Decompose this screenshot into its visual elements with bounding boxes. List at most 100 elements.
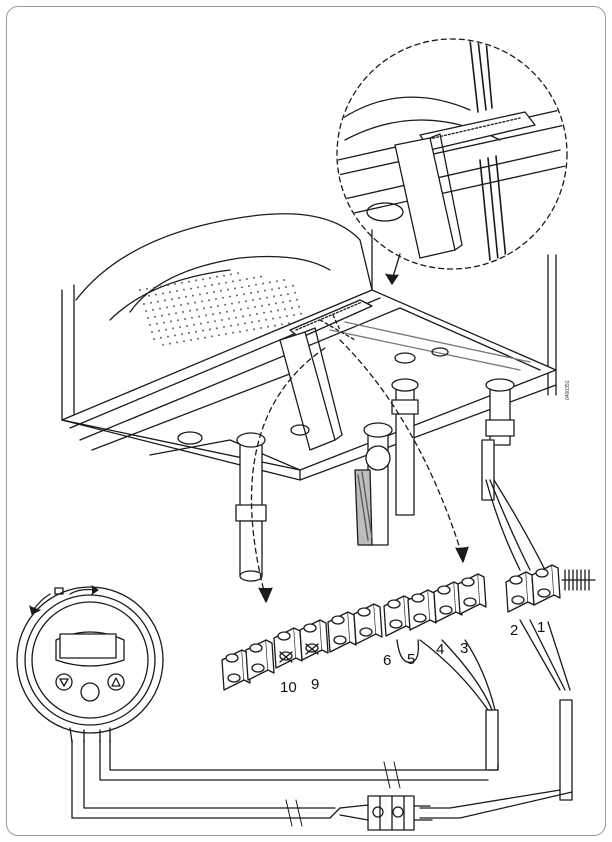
perforation-dot [197, 286, 199, 289]
connector-blank-c[interactable] [327, 611, 357, 653]
detail-zoom-circle [336, 38, 568, 270]
perforation-dot [214, 320, 216, 323]
perforation-dot [210, 306, 212, 309]
perforation-dot [152, 308, 154, 311]
perforation-dot [150, 301, 152, 304]
perforation-dot [245, 300, 247, 303]
perforation-dot [141, 296, 143, 298]
perforation-dot [230, 324, 232, 327]
perforation-dot [207, 321, 209, 324]
perforation-dot [162, 343, 164, 346]
figure-code: 0400351 [565, 380, 571, 400]
perforation-dot [251, 321, 253, 324]
perforation-dot [232, 331, 234, 334]
perforation-dot [196, 308, 198, 311]
perforation-dot [298, 305, 300, 308]
perforation-dot [183, 288, 185, 291]
perforation-dot [218, 282, 220, 285]
perforation-dot [175, 312, 177, 315]
perforation-dot [284, 308, 286, 311]
perforation-dot [272, 317, 274, 320]
perforation-dot [236, 294, 238, 297]
perforation-dot [184, 318, 186, 320]
perforation-dot [274, 324, 276, 327]
perforation-dot [174, 283, 176, 285]
connector-terminal-2[interactable] [505, 571, 535, 613]
terminal-block-left [221, 573, 487, 691]
pointer-arrows [250, 314, 469, 603]
perforation-dot [143, 303, 145, 305]
perforation-dot [241, 286, 243, 289]
perforation-dot [139, 289, 141, 291]
perforation-dot [216, 275, 218, 278]
perforation-dot [162, 292, 164, 295]
perforation-dot [279, 316, 281, 319]
perforation-dot [157, 300, 159, 303]
perforation-dot [204, 336, 206, 339]
perforation-dot [159, 307, 161, 310]
perforation-dot [230, 273, 232, 276]
perforation-dot [163, 321, 165, 324]
label-terminal-2: 2 [510, 622, 518, 639]
perforation-dot [172, 327, 174, 330]
center-button[interactable] [80, 682, 100, 702]
perforation-dot [288, 322, 290, 325]
connector-terminal-1[interactable] [531, 564, 561, 606]
perforation-dot [266, 296, 268, 299]
down-triangle-button[interactable] [55, 673, 73, 691]
connector-terminal-10[interactable] [273, 627, 303, 669]
perforation-dot [212, 313, 214, 316]
perforation-dot [228, 317, 230, 320]
terminal-labels: 10 9 6 5 4 3 2 1 0400351 [280, 380, 571, 696]
perforation-dot [176, 341, 178, 344]
connector-blank-b[interactable] [245, 639, 275, 681]
perforation-dot [166, 306, 168, 309]
perforation-dot [246, 329, 248, 332]
perforation-dot [246, 278, 248, 280]
perforation-dot [156, 322, 158, 325]
perforation-dot [282, 301, 284, 304]
label-terminal-4: 4 [436, 641, 444, 658]
perforation-dot [285, 286, 287, 288]
perforation-dot [189, 309, 191, 312]
perforation-dot [194, 301, 196, 304]
connector-terminal-3[interactable] [457, 573, 487, 615]
perforation-dot [169, 342, 171, 345]
connector-terminal-4[interactable] [433, 581, 463, 623]
connector-blank-d[interactable] [353, 603, 383, 645]
perforation-dot [161, 314, 163, 317]
up-triangle-button[interactable] [107, 673, 125, 691]
perforation-dot [280, 294, 282, 297]
perforation-dot [237, 272, 239, 275]
perforation-dot [257, 290, 259, 293]
perforation-dot [240, 308, 242, 311]
perforation-dot [293, 314, 295, 316]
perforation-dot [269, 281, 271, 284]
label-terminal-5: 5 [407, 651, 415, 668]
boiler-pipes [235, 378, 515, 582]
perforation-dot [265, 318, 267, 321]
room-thermostat[interactable] [16, 585, 164, 734]
perforation-dot [216, 327, 218, 330]
perforation-dot [190, 339, 192, 341]
perforation-dot [177, 319, 179, 322]
perforation-dot [174, 334, 176, 337]
connector-terminal-9[interactable] [299, 619, 329, 661]
perforation-dot [259, 297, 261, 300]
perforation-dot [249, 314, 251, 317]
perforation-dot [261, 304, 263, 307]
perforation-dot [262, 282, 264, 285]
perforation-dot [219, 312, 221, 314]
perforation-dot [147, 317, 149, 319]
perforation-dot [198, 315, 200, 318]
connector-terminal-5[interactable] [407, 589, 437, 631]
perforation-dot [183, 340, 185, 343]
perforation-dot [277, 309, 279, 312]
perforation-dot [252, 299, 254, 301]
perforation-dot [221, 319, 223, 321]
perforation-dot [273, 295, 275, 298]
wiring-cables [71, 479, 573, 831]
perforation-dot [193, 323, 195, 326]
perforation-dot [148, 294, 150, 297]
perforation-dot [197, 337, 199, 340]
